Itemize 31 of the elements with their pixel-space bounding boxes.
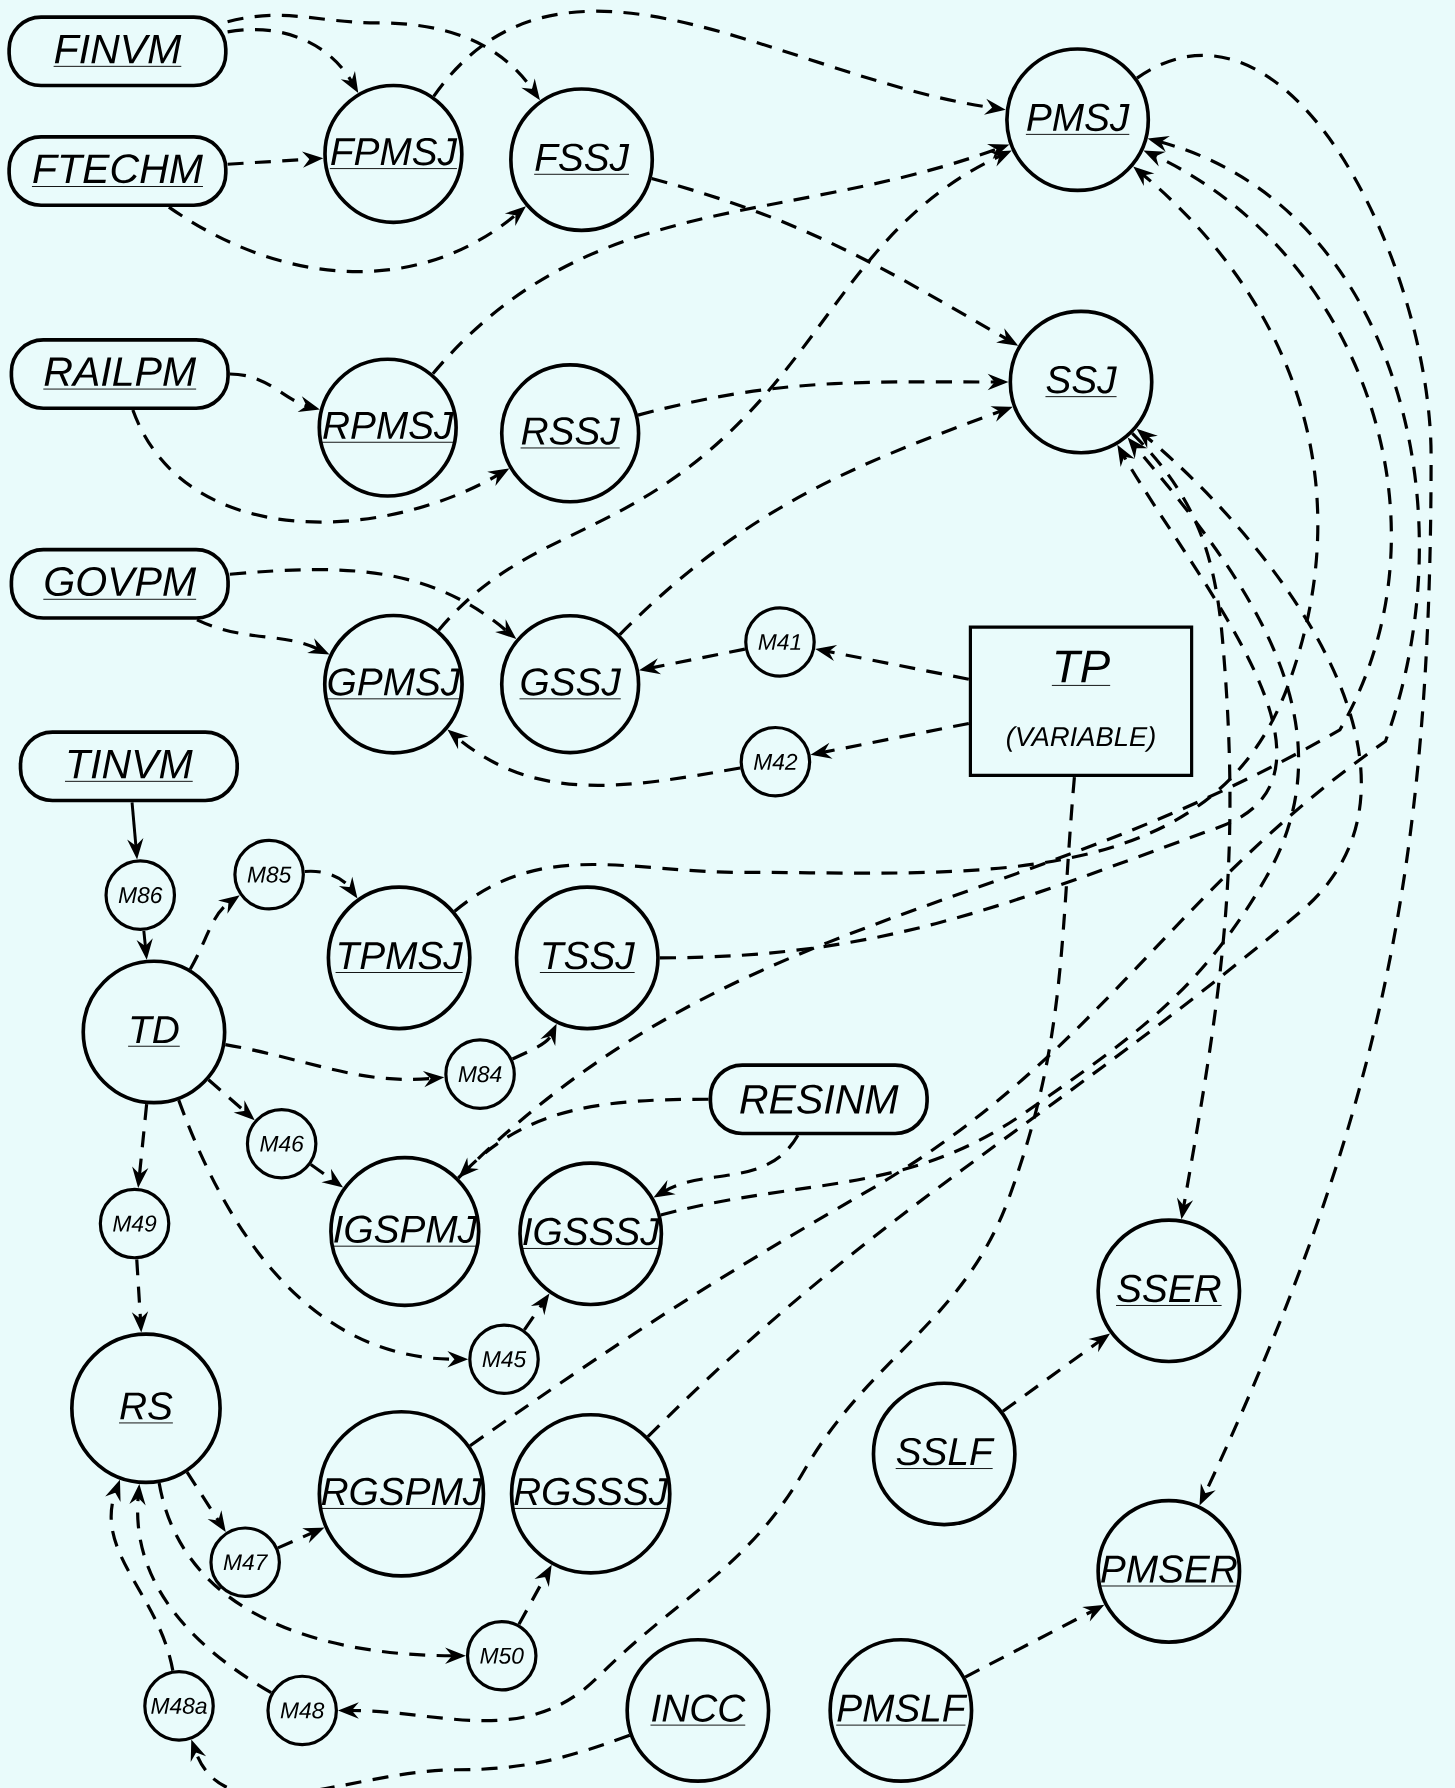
terminal-box: TINVM: [18, 730, 239, 803]
terminal-box: FINVM: [7, 15, 228, 88]
circle-node: PMSJ: [1005, 47, 1151, 193]
circle-node: RPMSJ: [317, 357, 458, 498]
circle-node: PMSLF: [828, 1637, 974, 1783]
circle-node: RGSPMJ: [317, 1409, 486, 1578]
circle-node: IGSSSJ: [518, 1161, 664, 1307]
terminal-box: FTECHM: [7, 135, 228, 208]
arrow: [469, 136, 1421, 1447]
circle-node: FPMSJ: [323, 83, 464, 225]
circle-node: SSLF: [871, 1381, 1017, 1527]
terminal-box: RESINM: [708, 1063, 929, 1136]
arrow: [457, 150, 1393, 1180]
process-box: TP (VARIABLE): [968, 625, 1194, 777]
circle-node: FSSJ: [509, 87, 655, 233]
circle-node: RS: [70, 1332, 222, 1485]
circle-node: IGSPMJ: [329, 1155, 481, 1308]
circle-node: SSER: [1096, 1218, 1242, 1364]
arrow: [190, 1733, 631, 1788]
circle-node: TD: [81, 959, 227, 1105]
circle-node: GPMSJ: [322, 613, 464, 755]
circle-node: TSSJ: [514, 885, 660, 1031]
circle-node: GSSJ: [499, 613, 641, 755]
circle-node: RGSSSJ: [509, 1412, 672, 1575]
circle-node: PMSER: [1096, 1498, 1242, 1644]
circle-node: TPMSJ: [326, 885, 472, 1031]
circle-node: RSSJ: [499, 363, 641, 504]
circle-node: SSJ: [1008, 309, 1154, 455]
circle-node: INCC: [625, 1637, 771, 1783]
terminal-box: RAILPM: [9, 338, 230, 411]
terminal-box: GOVPM: [9, 547, 230, 620]
